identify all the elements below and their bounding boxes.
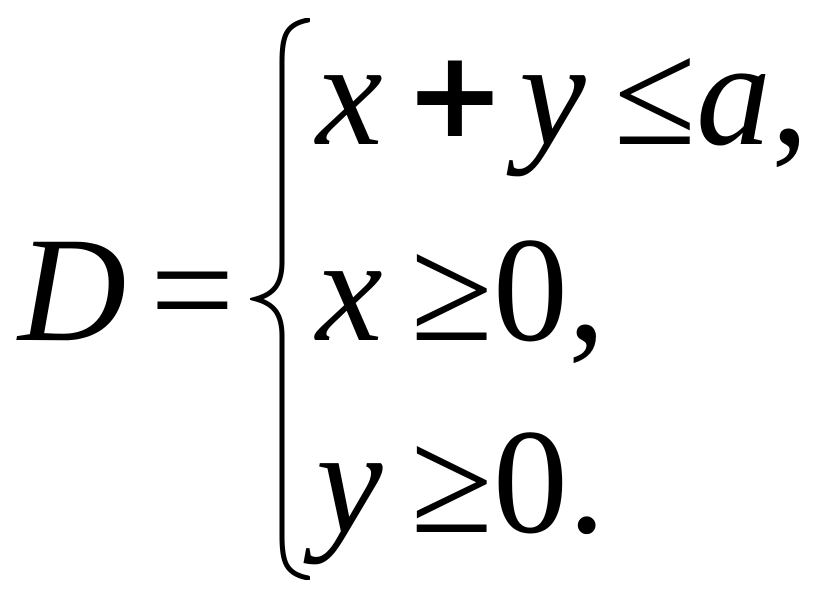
inequality-row-3: y≥0. [316,402,605,562]
row3-geq: ≥ [410,399,493,565]
row1-comma: , [771,11,809,177]
left-brace [250,18,310,580]
inequality-row-2: x≥0, [316,210,605,370]
row1-var-a: a [696,11,772,177]
inequality-row-1: x+y≤a, [316,14,809,184]
row3-zero: 0 [492,399,568,565]
row1-var-y: y [519,11,586,177]
row2-zero: 0 [492,207,568,373]
row3-period: . [567,399,606,565]
equals-sign: = [150,207,235,373]
row1-var-x: x [316,11,383,177]
lhs-variable: D [18,207,127,373]
row1-leq: ≤ [613,11,697,177]
row2-geq: ≥ [410,207,493,373]
row1-plus: + [404,26,506,165]
row2-comma: , [567,207,606,373]
row3-var-y: y [316,399,383,565]
row2-var-x: x [316,207,383,373]
